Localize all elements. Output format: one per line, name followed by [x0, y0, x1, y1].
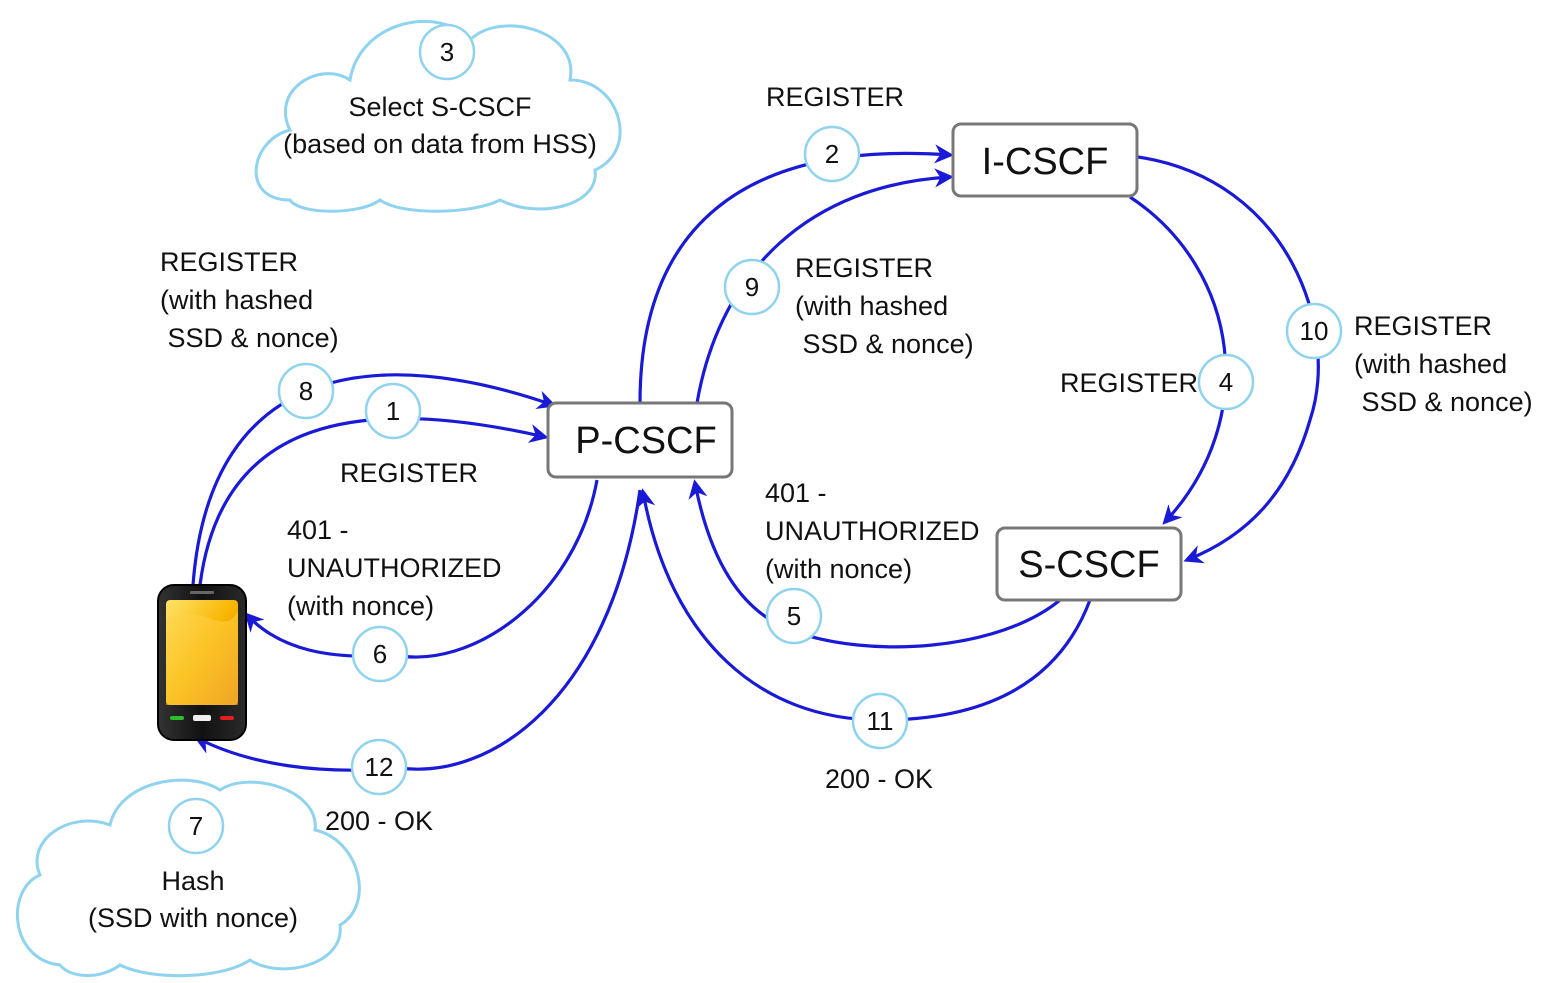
i-cscf-label: I-CSCF: [982, 141, 1109, 183]
svg-text:7: 7: [189, 811, 203, 841]
s-cscf-node: S-CSCF: [995, 526, 1183, 602]
svg-text:5: 5: [787, 601, 801, 631]
arrow-step-10: [1137, 155, 1320, 564]
message-2-label: REGISTER: [766, 82, 904, 112]
step-5-badge: 5: [765, 587, 823, 645]
message-5-line-2: UNAUTHORIZED: [765, 516, 980, 546]
message-9-label: REGISTER (with hashed SSD & nonce): [795, 253, 974, 359]
step-2-badge: 2: [803, 125, 861, 183]
svg-text:10: 10: [1300, 316, 1329, 346]
message-6-line-3: (with nonce): [287, 591, 434, 621]
step-12-badge: 12: [350, 738, 408, 796]
cloud-3-line-1: Select S-CSCF: [348, 92, 531, 122]
p-cscf-label: P-CSCF: [575, 420, 716, 462]
svg-text:2: 2: [825, 139, 839, 169]
message-10-line-3: SSD & nonce): [1354, 387, 1533, 417]
message-5-label: 401 - UNAUTHORIZED (with nonce): [765, 478, 980, 584]
svg-text:6: 6: [373, 639, 387, 669]
arrow-step-4: [1129, 195, 1228, 525]
p-cscf-node: P-CSCF: [546, 401, 734, 479]
message-1-label: REGISTER: [340, 458, 478, 488]
message-9-line-1: REGISTER: [795, 253, 933, 283]
cloud-3-text: Select S-CSCF (based on data from HSS): [283, 92, 597, 159]
svg-text:12: 12: [365, 752, 394, 782]
svg-text:8: 8: [299, 376, 313, 406]
message-5-line-3: (with nonce): [765, 554, 912, 584]
message-9-line-3: SSD & nonce): [795, 329, 974, 359]
step-7-badge: 7: [167, 797, 225, 855]
svg-text:1: 1: [386, 396, 400, 426]
step-10-badge: 10: [1285, 302, 1343, 360]
cloud-3-line-2: (based on data from HSS): [283, 129, 597, 159]
message-8-line-3: SSD & nonce): [160, 323, 339, 353]
step-6-badge: 6: [351, 625, 409, 683]
step-8-badge: 8: [277, 362, 335, 420]
message-12-label: 200 - OK: [325, 806, 433, 836]
message-5-line-1: 401 -: [765, 478, 827, 508]
message-6-label: 401 - UNAUTHORIZED (with nonce): [287, 515, 502, 621]
message-8-line-1: REGISTER: [160, 247, 298, 277]
arrow-step-9: [695, 168, 954, 404]
message-10-label: REGISTER (with hashed SSD & nonce): [1354, 311, 1533, 417]
arrow-step-12: [193, 489, 642, 772]
step-1-badge: 1: [364, 382, 422, 440]
step-4-badge: 4: [1197, 353, 1255, 411]
arrow-step-6: [244, 479, 599, 659]
message-10-line-1: REGISTER: [1354, 311, 1492, 341]
message-8-line-2: (with hashed: [160, 285, 313, 315]
cloud-step-3: [254, 19, 622, 213]
step-3-badge: 3: [418, 23, 476, 81]
arrow-step-2: [638, 144, 954, 404]
message-4-label: REGISTER: [1060, 368, 1198, 398]
cloud-7-line-2: (SSD with nonce): [88, 903, 298, 933]
cloud-step-7: [16, 778, 361, 978]
message-9-line-2: (with hashed: [795, 291, 948, 321]
s-cscf-label: S-CSCF: [1018, 544, 1159, 586]
svg-text:9: 9: [745, 272, 759, 302]
step-9-badge: 9: [723, 258, 781, 316]
i-cscf-node: I-CSCF: [951, 122, 1139, 198]
svg-text:4: 4: [1219, 367, 1233, 397]
message-6-line-1: 401 -: [287, 515, 349, 545]
message-8-label: REGISTER (with hashed SSD & nonce): [160, 247, 339, 353]
message-10-line-2: (with hashed: [1354, 349, 1507, 379]
step-11-badge: 11: [851, 692, 909, 750]
arrow-step-1: [198, 416, 549, 586]
cloud-7-line-1: Hash: [161, 866, 224, 896]
svg-text:3: 3: [440, 37, 454, 67]
smartphone-icon: [157, 584, 247, 741]
message-11-label: 200 - OK: [825, 764, 933, 794]
message-6-line-2: UNAUTHORIZED: [287, 553, 502, 583]
svg-text:11: 11: [867, 706, 894, 736]
cloud-7-text: Hash (SSD with nonce): [88, 866, 298, 933]
